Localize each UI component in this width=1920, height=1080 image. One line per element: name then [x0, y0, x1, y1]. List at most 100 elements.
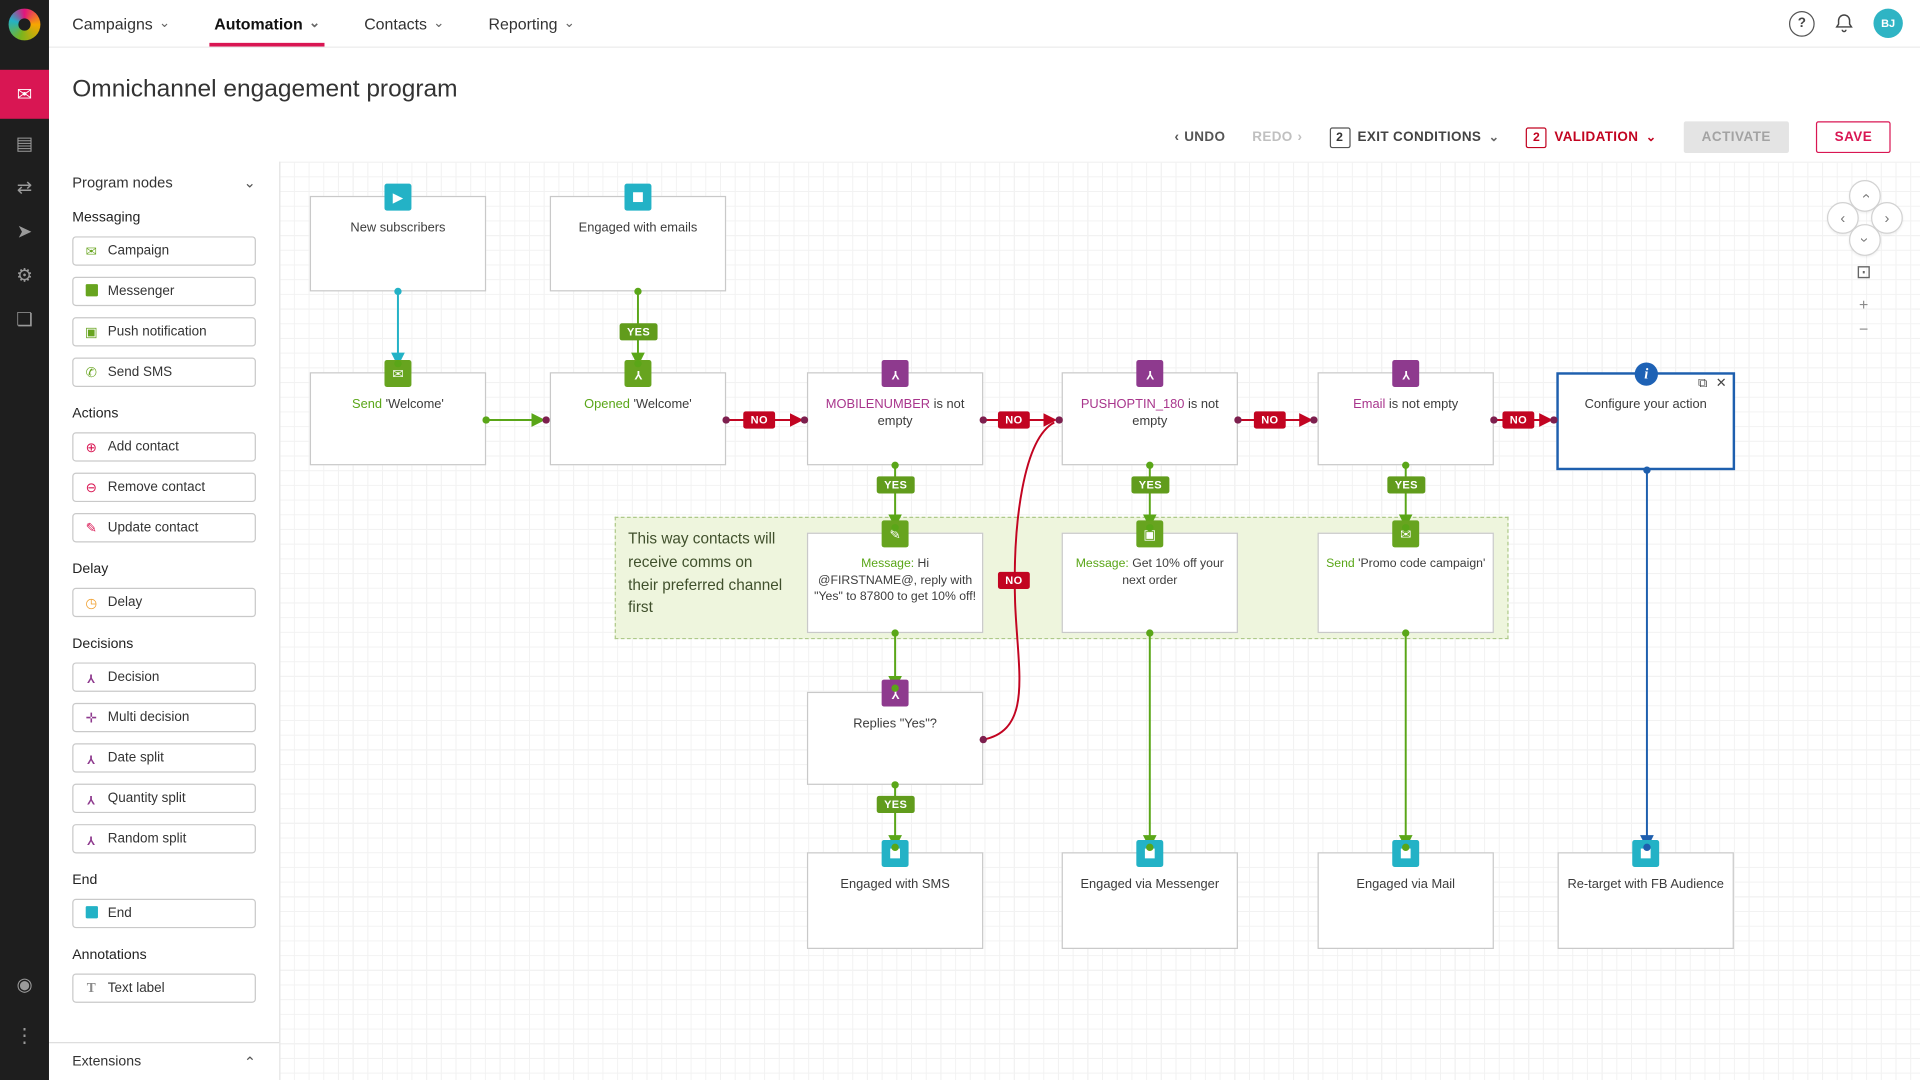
palette-item-remove-contact[interactable]: ⊖ Remove contact: [72, 472, 256, 503]
end-square-icon: [1136, 840, 1164, 867]
sms-message-icon: ✎: [881, 520, 909, 548]
exit-conditions-dropdown[interactable]: 2 EXIT CONDITIONS ⌄: [1329, 126, 1499, 148]
send-sms-icon: ✆: [85, 365, 97, 381]
pan-right-button[interactable]: ›: [1871, 202, 1903, 234]
automation-icon[interactable]: ⚙: [16, 265, 33, 287]
nav-reporting-label: Reporting: [488, 14, 558, 33]
node-new-subscribers[interactable]: ▶ New subscribers: [309, 183, 487, 292]
nav-contacts[interactable]: Contacts ⌄: [364, 0, 444, 47]
palette-item-quantity-split[interactable]: Y Quantity split: [72, 783, 256, 814]
pan-down-button[interactable]: ›: [1848, 224, 1881, 256]
node-retarget-fb-audience[interactable]: Re-target with FB Audience: [1557, 840, 1734, 949]
top-navigation: Campaigns ⌄ Automation ⌄ Contacts ⌄ Repo…: [48, 0, 1920, 48]
nav-automation[interactable]: Automation ⌄: [209, 0, 326, 47]
copy-node-icon[interactable]: ⧉: [1697, 375, 1708, 391]
palette-item-random-split[interactable]: Y Random split: [72, 824, 256, 854]
palette-item-delay[interactable]: ◷ Delay: [72, 587, 256, 618]
node-send-promo-campaign[interactable]: ✉ Send 'Promo code campaign': [1317, 520, 1494, 634]
palette-item-messenger[interactable]: Messenger: [72, 276, 256, 307]
save-button[interactable]: SAVE: [1816, 121, 1891, 154]
palette-item-update-contact[interactable]: ✎ Update contact: [72, 513, 256, 543]
palette-item-end[interactable]: End: [72, 898, 256, 929]
palette-label: Update contact: [107, 520, 199, 536]
no-badge: NO: [1502, 411, 1535, 429]
activate-button[interactable]: ACTIVATE: [1683, 121, 1790, 154]
palette-item-add-contact[interactable]: ⊕ Add contact: [72, 432, 256, 462]
redo-label: REDO: [1252, 129, 1293, 145]
palette-item-text-label[interactable]: T Text label: [72, 973, 256, 1003]
node-message-sms[interactable]: ✎ Message: Hi @FIRSTNAME@, reply with "Y…: [806, 520, 984, 634]
palette-label: Delay: [107, 595, 143, 610]
multi-decision-icon: ✛: [85, 710, 97, 726]
node-email-decision[interactable]: Y Email is not empty: [1317, 360, 1494, 466]
nav-reporting[interactable]: Reporting ⌄: [489, 0, 575, 47]
chevron-down-icon: ⌄: [243, 173, 256, 192]
palette-item-decision[interactable]: Y Decision: [72, 662, 256, 692]
chevron-left-icon: ‹: [1174, 129, 1180, 145]
program-nodes-header[interactable]: Program nodes ⌄: [72, 174, 256, 191]
node-message-messenger[interactable]: ▣ Message: Get 10% off your next order: [1061, 520, 1238, 634]
delete-node-icon[interactable]: ✕: [1715, 375, 1727, 391]
palette-item-date-split[interactable]: Y Date split: [72, 743, 256, 773]
redo-button[interactable]: REDO ›: [1252, 130, 1302, 145]
yes-badge: YES: [1131, 476, 1170, 494]
email-campaigns-icon[interactable]: ✉: [0, 69, 49, 119]
extensions-label: Extensions: [72, 1054, 142, 1069]
exit-conditions-label: EXIT CONDITIONS: [1357, 129, 1482, 145]
node-engaged-with-sms[interactable]: Engaged with SMS: [806, 840, 984, 949]
palette-label: Add contact: [107, 439, 179, 455]
more-icon[interactable]: ⋮: [14, 1026, 35, 1047]
palette-label: Push notification: [107, 324, 207, 340]
palette-label: Random split: [107, 831, 187, 847]
transactional-mail-icon[interactable]: ➤: [16, 221, 33, 243]
node-send-welcome[interactable]: ✉ Send 'Welcome': [309, 360, 487, 466]
page-title: Omnichannel engagement program: [72, 75, 458, 103]
palette-label: Send SMS: [107, 364, 173, 380]
palette-item-campaign[interactable]: ✉ Campaign: [72, 236, 256, 266]
palette-item-send-sms[interactable]: ✆ Send SMS: [72, 357, 256, 387]
validation-dropdown[interactable]: 2 VALIDATION ⌄: [1526, 126, 1657, 148]
undo-button[interactable]: ‹ UNDO: [1174, 130, 1225, 145]
palette-label: Messenger: [107, 284, 175, 299]
chevron-right-icon: ›: [1297, 129, 1303, 145]
node-configure-your-action[interactable]: i ⧉ ✕ Configure your action: [1556, 360, 1736, 471]
palette-label: Multi decision: [107, 710, 190, 725]
section-annotations: Annotations: [72, 947, 147, 963]
palette-label: Date split: [107, 750, 164, 766]
yes-badge: YES: [619, 323, 658, 341]
node-opened-welcome[interactable]: Y Opened 'Welcome': [549, 360, 727, 466]
node-replies-yes-decision[interactable]: Y Replies "Yes"?: [806, 679, 984, 785]
node-mobilenumber-decision[interactable]: Y MOBILENUMBER is not empty: [806, 360, 984, 466]
zoom-out-button[interactable]: −: [1859, 318, 1869, 338]
chevron-down-icon: ⌄: [308, 15, 321, 31]
info-icon: i: [1634, 362, 1658, 386]
no-badge: NO: [1253, 411, 1286, 429]
community-icon[interactable]: ◉: [16, 974, 33, 996]
yes-badge: YES: [876, 795, 915, 814]
chevron-down-icon: ⌄: [433, 15, 445, 31]
node-engaged-with-emails[interactable]: Engaged with emails: [549, 183, 727, 292]
zoom-in-button[interactable]: +: [1859, 294, 1869, 313]
chevron-up-icon: ⌄: [243, 1053, 256, 1071]
node-engaged-via-messenger[interactable]: Engaged via Messenger: [1061, 840, 1238, 949]
fit-to-screen-button[interactable]: ⊡: [1855, 262, 1872, 283]
program-canvas[interactable]: This way contacts will receive comms on …: [279, 161, 1920, 1080]
avatar[interactable]: BJ: [1873, 8, 1903, 38]
help-icon[interactable]: ?: [1788, 10, 1815, 37]
no-badge: NO: [997, 571, 1030, 589]
content-icon[interactable]: ▤: [15, 133, 34, 155]
node-pushoptin-decision[interactable]: Y PUSHOPTIN_180 is not empty: [1061, 360, 1238, 466]
end-icon: [83, 905, 99, 922]
node-engaged-via-mail[interactable]: Engaged via Mail: [1317, 840, 1494, 949]
data-export-icon[interactable]: ⇄: [16, 177, 33, 199]
brand-logo[interactable]: [8, 8, 41, 41]
palette-item-multi-decision[interactable]: ✛ Multi decision: [72, 702, 256, 733]
chat-icon[interactable]: ❏: [16, 309, 33, 331]
notifications-icon[interactable]: [1833, 12, 1855, 34]
nav-campaigns[interactable]: Campaigns ⌄: [72, 0, 170, 47]
chevron-down-icon: ⌄: [1645, 130, 1657, 144]
palette-item-push-notification[interactable]: ▣ Push notification: [72, 317, 256, 347]
palette-label: End: [107, 906, 132, 921]
extensions-toggle[interactable]: Extensions ⌄: [48, 1042, 280, 1080]
